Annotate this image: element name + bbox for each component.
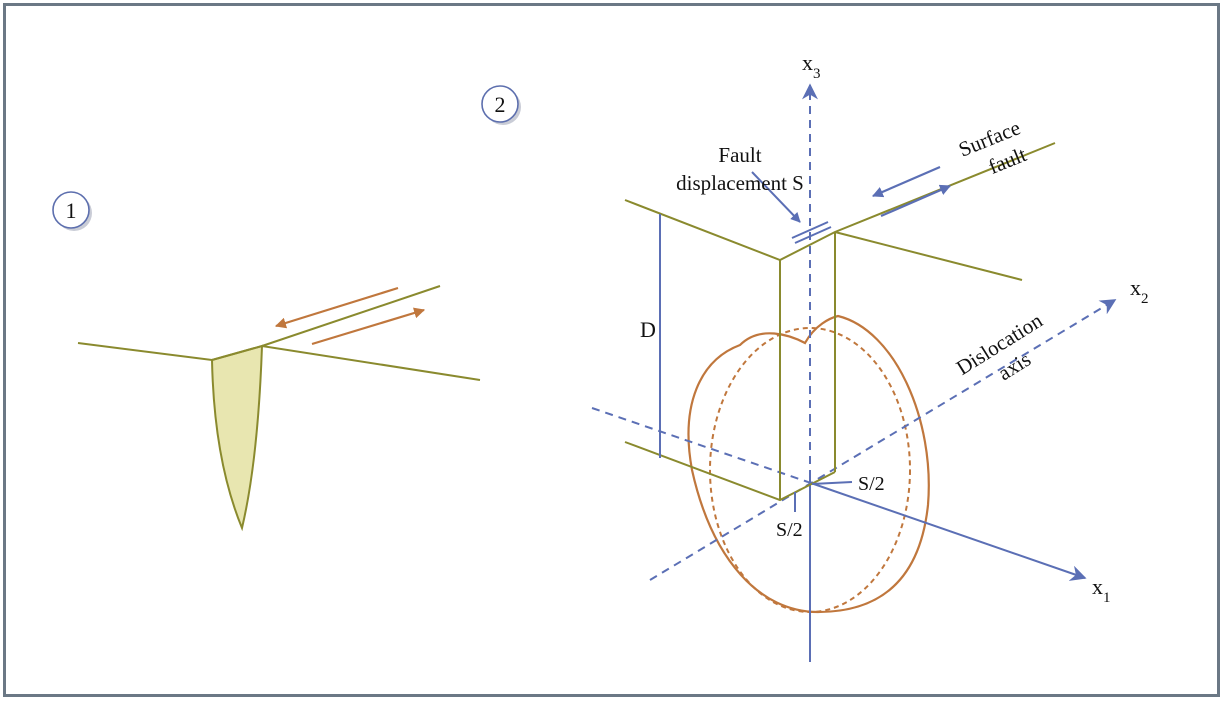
badge-2-label: 2 — [495, 92, 506, 117]
x2-label: x2 — [1130, 275, 1149, 307]
badge-1: 1 — [52, 191, 92, 231]
fault-plane-fill — [210, 344, 264, 532]
slip-arrow-2-right — [880, 184, 952, 218]
slip-arrow-right — [311, 307, 426, 346]
displacement-tick-1 — [791, 221, 829, 239]
x3-label: x3 — [802, 50, 821, 82]
slip-arrow-2-left — [871, 165, 941, 198]
fault-displacement-label-2: displacement S — [676, 171, 804, 195]
displacement-tick-2 — [794, 226, 832, 244]
x1-label: x1 — [1092, 574, 1111, 606]
diagram-frame — [3, 3, 1220, 697]
ground-surface-left — [77, 342, 481, 381]
depth-label: D — [640, 317, 656, 342]
displacement-pointer — [751, 171, 801, 223]
dislocation-loop-outer — [687, 314, 930, 614]
slip-arrow-left — [274, 286, 399, 329]
fault-bottom-edge — [624, 441, 836, 502]
half-slip-label-right: S/2 — [858, 473, 885, 495]
panel-2: 2 x3 x2 x1 Fault — [481, 50, 1149, 662]
panel-1: 1 — [52, 191, 481, 532]
x1-axis-dashed — [591, 407, 809, 483]
surface-right-edge — [834, 231, 1023, 281]
surface-fault-trace-1 — [261, 285, 441, 347]
half-slip-label-bottom: S/2 — [776, 519, 803, 541]
x1-axis — [807, 481, 1087, 581]
dislocation-axis — [649, 299, 1117, 581]
badge-1-label: 1 — [66, 198, 77, 223]
half-slip-tick-right — [811, 481, 853, 485]
fault-displacement-label-1: Fault — [718, 143, 761, 167]
badge-2: 2 — [481, 85, 521, 125]
